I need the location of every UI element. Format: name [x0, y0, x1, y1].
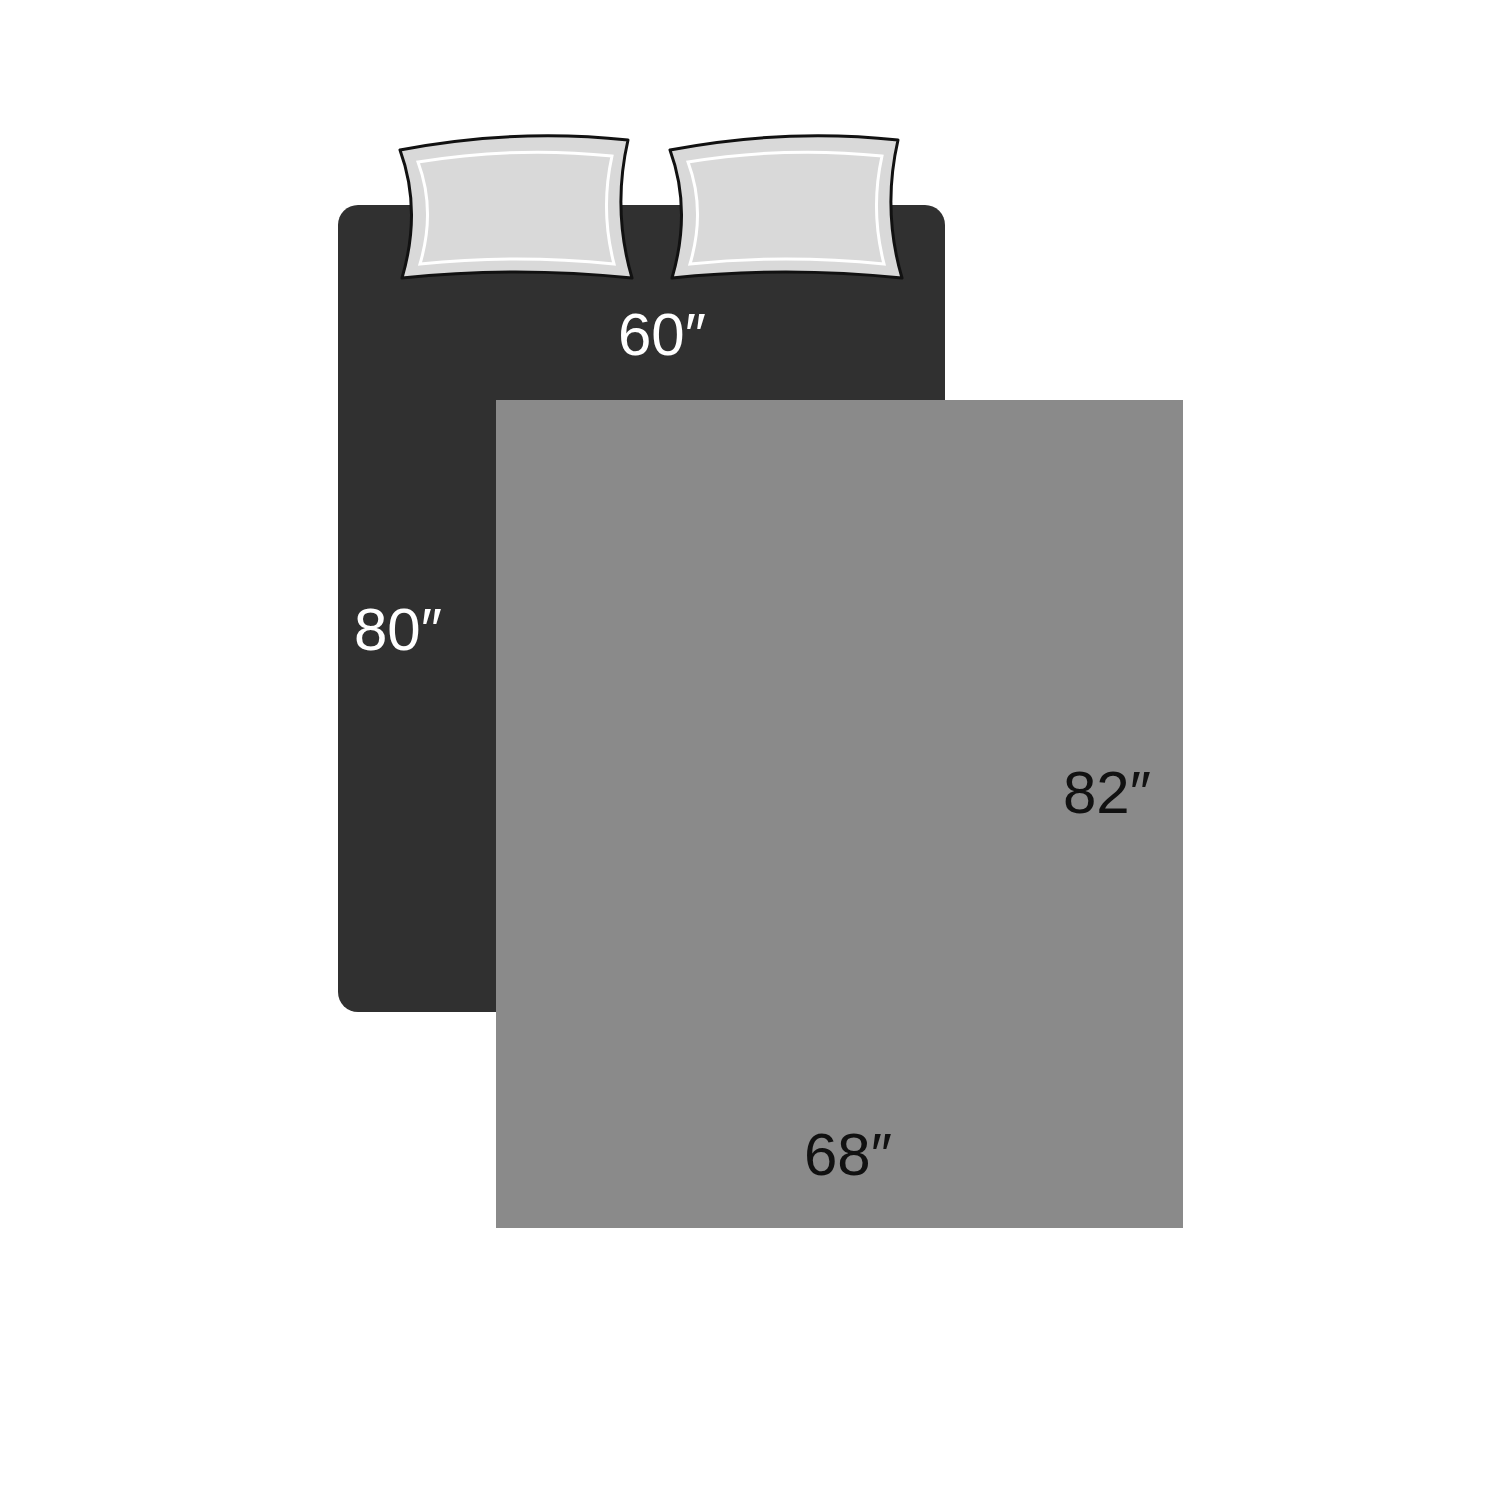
pillow [670, 136, 902, 278]
length-dimension: 80″ [354, 597, 442, 663]
width-dimension: 60″ [618, 302, 706, 368]
length-dimension: 82″ [1063, 760, 1151, 826]
blanket-panel: 82″ 68″ [496, 400, 1183, 1228]
width-dimension: 68″ [804, 1122, 892, 1188]
pillow [400, 136, 632, 278]
